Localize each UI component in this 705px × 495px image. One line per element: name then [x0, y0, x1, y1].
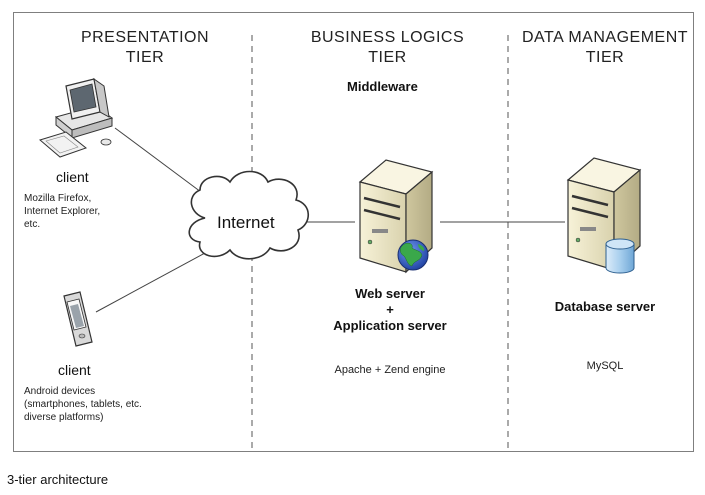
mobile-client-title: client [58, 362, 91, 378]
mobile-client-detail-1: Android devices [24, 386, 96, 397]
internet-label: Internet [217, 213, 275, 232]
database-server-label: Database server [554, 299, 656, 314]
mobile-client-details: Android devices (smartphones, tablets, e… [24, 385, 142, 424]
desktop-client-title: client [56, 169, 89, 185]
business-tier-title: BUSINESS LOGICS TIER [300, 28, 475, 68]
database-cylinder-icon [605, 238, 635, 274]
presentation-tier-title: PRESENTATION TIER [60, 28, 230, 68]
business-tier-line1: BUSINESS LOGICS [310, 29, 465, 46]
data-tier-line1: DATA MANAGEMENT [521, 29, 689, 46]
link-mobile-internet [95, 252, 206, 313]
presentation-tier-line2: TIER [125, 49, 165, 66]
mobile-device-icon [63, 291, 93, 347]
figure-caption: 3-tier architecture [7, 472, 109, 487]
web-server-label: Web server + Application server [320, 286, 460, 334]
middleware-label: Middleware [347, 79, 418, 94]
internet-cloud-icon [188, 170, 310, 260]
mobile-client-detail-2: (smartphones, tablets, etc. [24, 399, 142, 410]
desktop-client-details: Mozilla Firefox, Internet Explorer, etc. [24, 192, 100, 231]
web-server-tech: Apache + Zend engine [334, 364, 446, 376]
presentation-tier-line1: PRESENTATION [80, 29, 210, 46]
web-server-line3: Application server [333, 318, 447, 333]
data-tier-line2: TIER [585, 49, 625, 66]
web-server-line1: Web server [355, 286, 425, 301]
database-tech: MySQL [586, 360, 624, 372]
mobile-client-detail-3: diverse platforms) [24, 412, 104, 423]
web-server-line2: + [386, 302, 394, 317]
globe-icon [397, 239, 429, 271]
desktop-client-detail-2: Internet Explorer, [24, 206, 101, 217]
link-desktop-internet [114, 127, 206, 196]
desktop-client-detail-1: Mozilla Firefox, [24, 193, 92, 204]
data-tier-title: DATA MANAGEMENT TIER [515, 28, 695, 68]
desktop-computer-icon [38, 77, 114, 158]
business-tier-line2: TIER [368, 49, 407, 66]
desktop-client-detail-3: etc. [24, 219, 41, 230]
